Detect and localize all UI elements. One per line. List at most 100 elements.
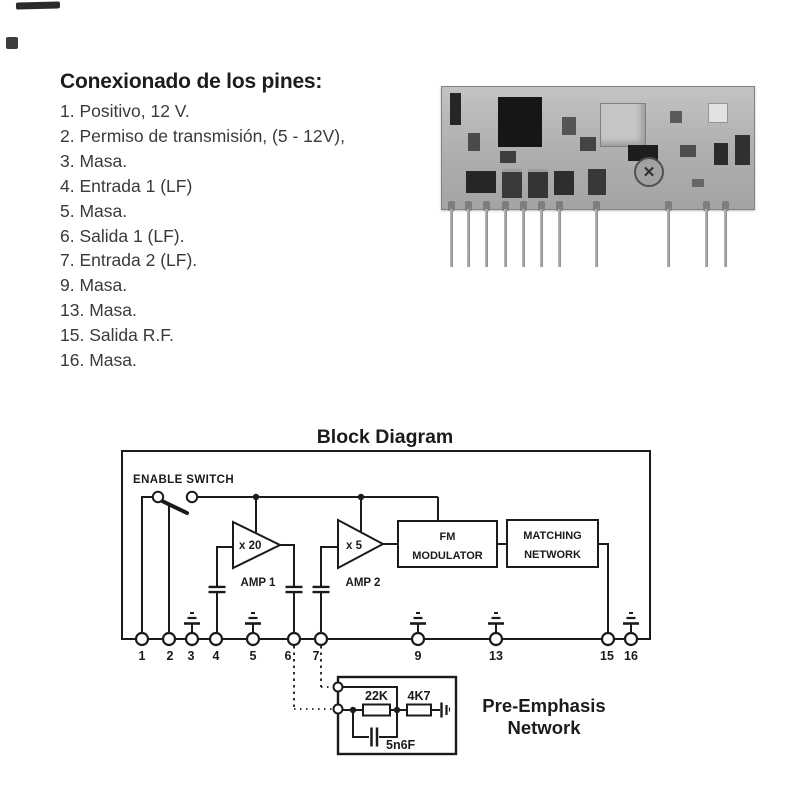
cap-5n6f-label: 5n6F bbox=[386, 738, 416, 752]
board-component bbox=[466, 171, 496, 193]
board-component bbox=[502, 169, 522, 198]
board-component bbox=[468, 133, 480, 151]
ground-icon bbox=[243, 611, 263, 635]
amp1-triangle bbox=[232, 520, 283, 570]
pin-number: 7 bbox=[313, 649, 320, 663]
board-component bbox=[680, 145, 696, 157]
pin-terminal bbox=[623, 631, 639, 647]
matching-network-box bbox=[506, 519, 599, 568]
pin-list-title: Conexionado de los pines: bbox=[60, 70, 323, 93]
module-pin bbox=[558, 209, 561, 267]
ground-icon bbox=[621, 611, 641, 635]
pre-emphasis-network bbox=[332, 675, 458, 756]
fm-modulator-label: FM bbox=[440, 531, 456, 543]
ground-icon bbox=[486, 611, 506, 635]
board-component bbox=[600, 103, 646, 147]
module-pin bbox=[667, 209, 670, 267]
switch-contact bbox=[185, 490, 199, 504]
pin-number-labels: 1 2 3 4 5 6 7 9 13 15 16 bbox=[139, 649, 638, 663]
ground-icon bbox=[408, 611, 428, 635]
pin-list-item: 5. Masa. bbox=[60, 200, 128, 221]
pin-terminal bbox=[208, 631, 224, 647]
module-pin bbox=[724, 209, 727, 267]
module-pin bbox=[540, 209, 543, 267]
resistor-22k-label: 22K bbox=[365, 689, 388, 703]
module-pin bbox=[467, 209, 470, 267]
amp2-label: AMP 2 bbox=[346, 577, 381, 589]
pre-emphasis-title: Network bbox=[508, 717, 582, 738]
resistor-4k7 bbox=[406, 703, 432, 717]
cap-5n6f bbox=[352, 710, 398, 747]
pin-terminal bbox=[184, 631, 200, 647]
pre-emphasis-input-terminal bbox=[332, 681, 344, 693]
pin-terminal bbox=[245, 631, 261, 647]
module-pin-pad bbox=[722, 201, 729, 211]
ground-icon bbox=[182, 611, 202, 635]
pin-number: 9 bbox=[415, 649, 422, 663]
amp2-triangle bbox=[337, 518, 386, 570]
board-component bbox=[588, 169, 606, 195]
amp2-gain-label: x 5 bbox=[346, 540, 363, 552]
module-pin bbox=[595, 209, 598, 267]
pin-terminal bbox=[161, 631, 177, 647]
pin-list-item: 15. Salida R.F. bbox=[60, 325, 174, 346]
board-component bbox=[735, 135, 750, 165]
module-pin-pad bbox=[465, 201, 472, 211]
dashed-connection bbox=[293, 646, 333, 710]
capacitor-icon bbox=[311, 585, 331, 594]
board-component bbox=[450, 93, 461, 125]
board-component bbox=[670, 111, 682, 123]
module-pin-pad bbox=[483, 201, 490, 211]
pin-terminal bbox=[410, 631, 426, 647]
capacitor-icon bbox=[207, 585, 227, 594]
pin-list-item: 13. Masa. bbox=[60, 300, 137, 321]
module-pin-pad bbox=[665, 201, 672, 211]
diagram-title: Block Diagram bbox=[317, 426, 454, 448]
board-component bbox=[498, 97, 542, 147]
enable-switch-label: ENABLE SWITCH bbox=[133, 474, 234, 486]
module-pin-pad bbox=[520, 201, 527, 211]
board-component bbox=[708, 103, 728, 123]
matching-network-label: MATCHING bbox=[523, 530, 581, 542]
pin-list-item: 3. Masa. bbox=[60, 150, 128, 171]
module-pin bbox=[522, 209, 525, 267]
pin-list-item: 1. Positivo, 12 V. bbox=[60, 101, 190, 121]
resistor-22k bbox=[362, 703, 391, 717]
amp1-label: AMP 1 bbox=[241, 577, 277, 589]
pin-list-item: 4. Entrada 1 (LF) bbox=[60, 175, 193, 196]
pin-number: 13 bbox=[489, 649, 503, 663]
pin-terminals bbox=[134, 631, 639, 647]
board-component bbox=[580, 137, 596, 151]
pin-list-item: 2. Permiso de transmisión, (5 - 12V), bbox=[60, 125, 345, 146]
module-pin bbox=[450, 209, 453, 267]
junction-dot bbox=[357, 493, 365, 501]
enable-switch bbox=[151, 490, 199, 515]
board-component bbox=[692, 179, 704, 187]
pin-number: 16 bbox=[624, 649, 638, 663]
board-component bbox=[528, 169, 548, 198]
output-capacitor-icon bbox=[440, 702, 451, 718]
module-pin-pad bbox=[448, 201, 455, 211]
pre-emphasis-input-terminal bbox=[332, 703, 344, 715]
pin-number: 6 bbox=[285, 649, 292, 663]
module-photo bbox=[437, 82, 757, 272]
board-component bbox=[714, 143, 728, 165]
capacitor-icon bbox=[284, 585, 304, 594]
junction-dot bbox=[393, 706, 401, 714]
pre-emphasis-title: Pre-Emphasis bbox=[482, 695, 605, 716]
pin-list-item: 7. Entrada 2 (LF). bbox=[60, 250, 198, 271]
fm-modulator-box bbox=[397, 520, 498, 568]
pin-list-item: 6. Salida 1 (LF). bbox=[60, 225, 185, 246]
pin-list-item: 16. Masa. bbox=[60, 350, 137, 371]
amp1-gain-label: x 20 bbox=[239, 540, 261, 552]
pin-number: 3 bbox=[188, 649, 195, 663]
module-pin bbox=[504, 209, 507, 267]
module-pin-pad bbox=[703, 201, 710, 211]
pin-number: 5 bbox=[250, 649, 257, 663]
pin-list: 1. Positivo, 12 V. 2. Permiso de transmi… bbox=[60, 99, 345, 373]
switch-contact bbox=[151, 490, 165, 504]
pin-terminal bbox=[286, 631, 302, 647]
module-board bbox=[441, 86, 755, 210]
pin-number: 2 bbox=[167, 649, 174, 663]
